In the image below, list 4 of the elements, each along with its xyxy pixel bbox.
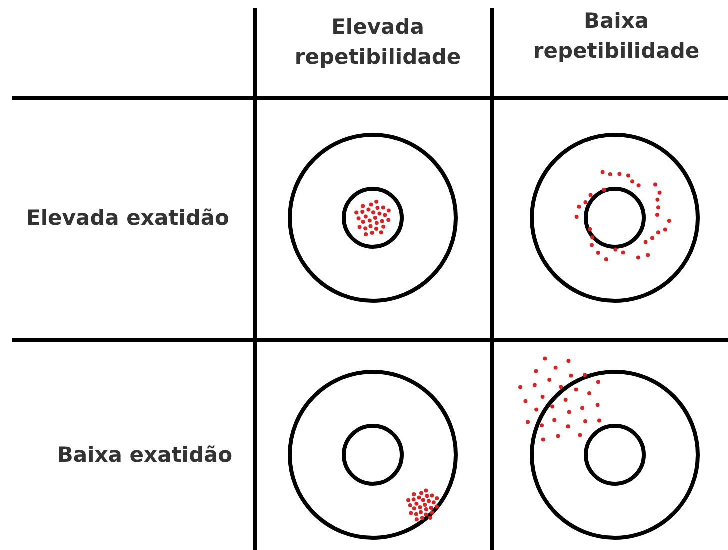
row-header: Elevada exatidão bbox=[26, 205, 230, 232]
column-header: Baixa repetibilidade bbox=[532, 8, 701, 65]
column-header: Elevada repetibilidade bbox=[294, 14, 462, 71]
row-header: Baixa exatidão bbox=[56, 442, 234, 469]
